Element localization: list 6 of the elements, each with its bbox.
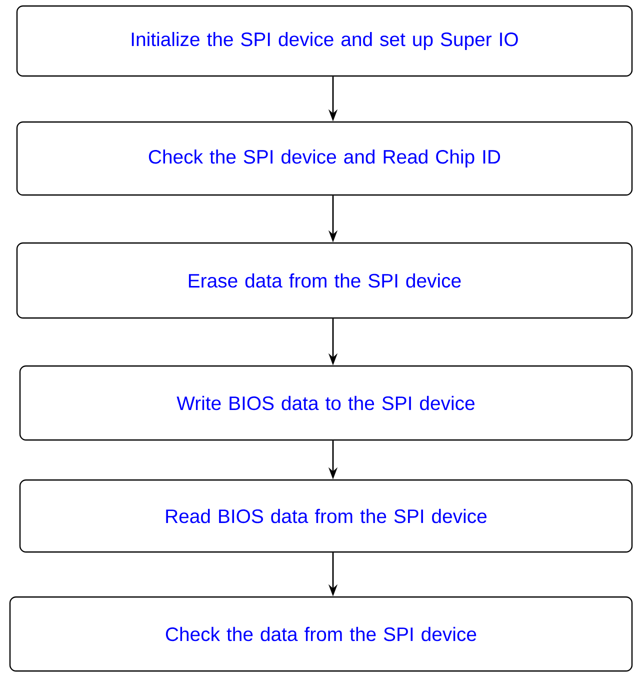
process-box: Read BIOS data from the SPI device xyxy=(19,479,633,553)
process-box: Initialize the SPI device and set up Super IO xyxy=(16,5,633,77)
process-box: Write BIOS data to the SPI device xyxy=(19,365,633,441)
process-box: Check the data from the SPI device xyxy=(9,596,633,672)
process-box: Check the SPI device and Read Chip ID xyxy=(16,121,633,196)
process-box: Erase data from the SPI device xyxy=(16,242,633,319)
